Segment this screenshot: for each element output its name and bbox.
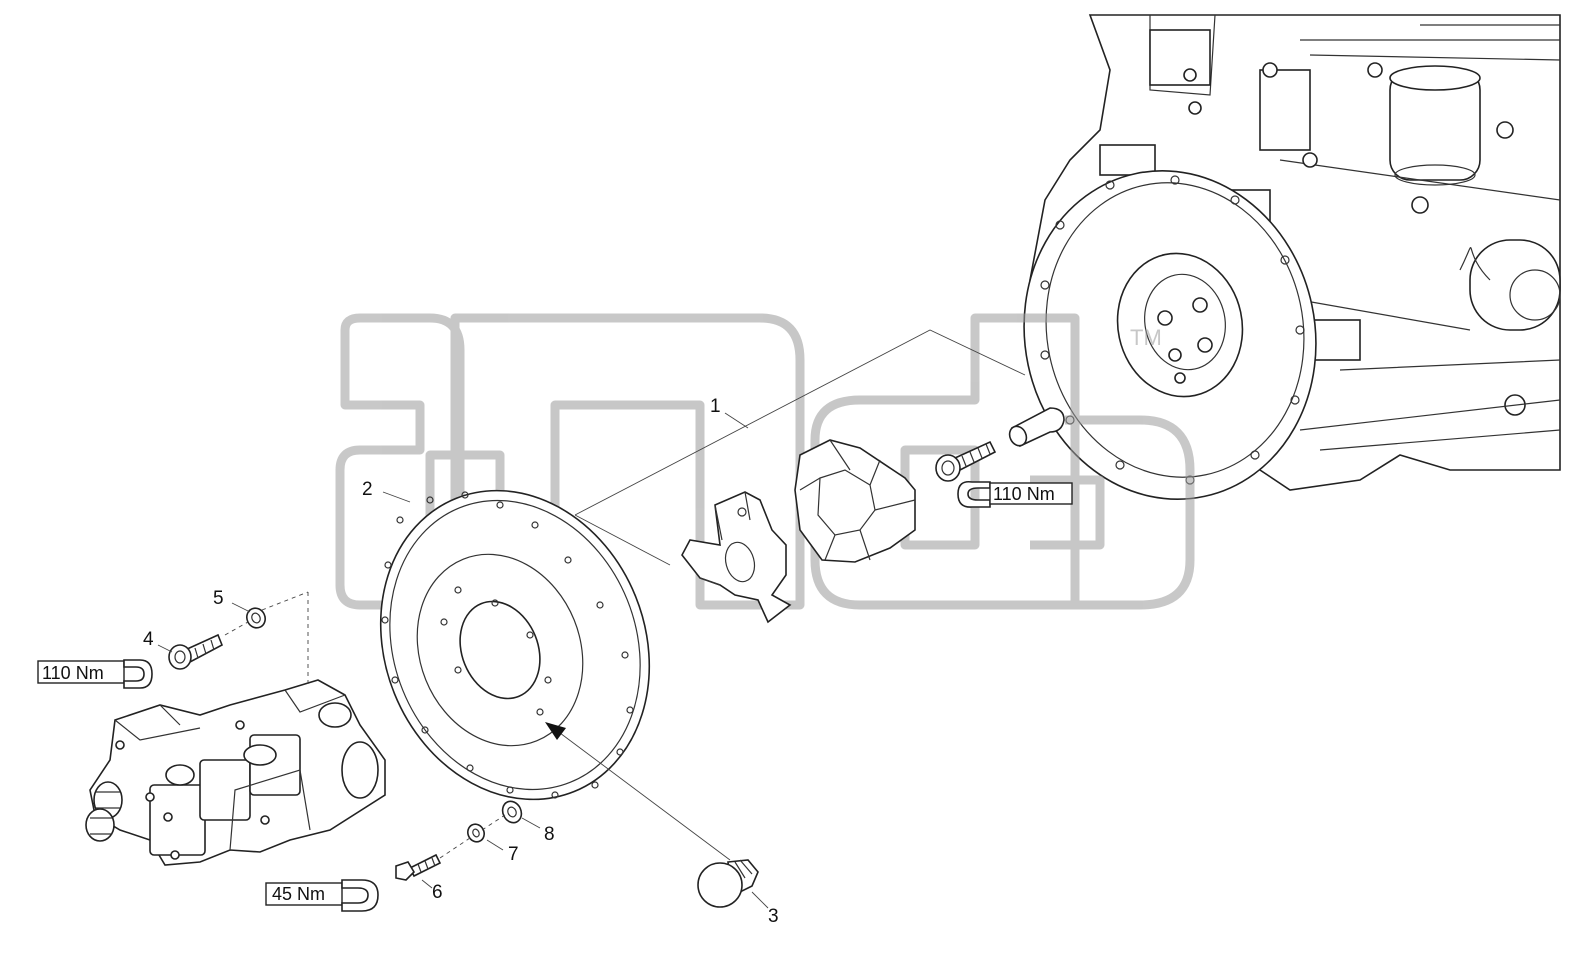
adapter-plate <box>379 489 651 801</box>
plate-bolt-holes <box>381 491 634 799</box>
hydraulic-pump <box>85 679 386 866</box>
torque-value: 45 Nm <box>272 884 325 904</box>
callout-6: 6 <box>432 882 443 903</box>
torque-value: 110 Nm <box>993 484 1055 504</box>
spider-hub <box>681 491 792 624</box>
wrench-icon <box>123 659 153 689</box>
watermark-logo: TM <box>335 313 1195 610</box>
torque-value: 110 Nm <box>42 663 104 683</box>
leader-lines <box>157 412 769 909</box>
callout-1: 1 <box>710 396 721 417</box>
bolt-4 <box>168 633 224 670</box>
callout-3: 3 <box>768 906 779 927</box>
arrow-icon <box>545 722 731 861</box>
spacer-sleeve <box>1008 407 1065 448</box>
torque-label-coupling-bolt: 110 Nm <box>957 480 1073 508</box>
wrench-icon <box>341 879 379 912</box>
trademark-mark: TM <box>1130 325 1162 350</box>
callout-7: 7 <box>508 844 519 865</box>
plug-cap <box>697 859 759 908</box>
callout-5: 5 <box>213 588 224 609</box>
washer-8 <box>501 800 523 824</box>
elastic-coupling <box>794 439 916 563</box>
torque-label-pump-bolt: 110 Nm <box>37 659 153 689</box>
callout-4: 4 <box>143 629 154 650</box>
washer-7 <box>467 823 485 843</box>
callout-2: 2 <box>362 479 373 500</box>
torque-label-plate-bolt: 45 Nm <box>265 879 379 912</box>
bolt-6 <box>395 853 442 881</box>
callout-8: 8 <box>544 824 555 845</box>
coupling-bolt <box>935 440 997 482</box>
